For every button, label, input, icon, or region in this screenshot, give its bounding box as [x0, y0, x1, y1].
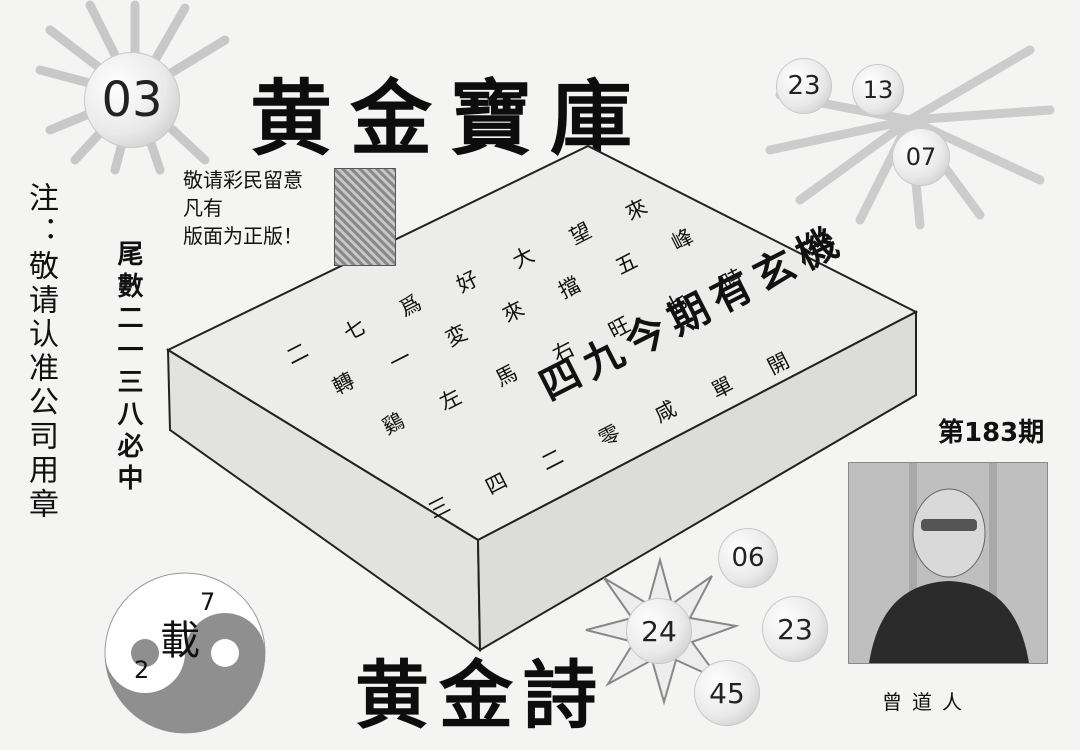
issue-ball-number: 03 — [101, 72, 163, 128]
bottom-ball-3: 23 — [762, 596, 828, 662]
tail-number-text: 尾數二一三八必中 — [113, 240, 143, 496]
author-photo-figure — [849, 463, 1047, 663]
yin-yang-icon — [104, 572, 266, 734]
yin-yang-char: 載 — [160, 618, 200, 664]
top-ball-2-number: 13 — [862, 76, 894, 104]
top-ball-1: 23 — [776, 58, 832, 114]
bottom-ball-2-number: 24 — [641, 614, 677, 648]
bottom-ball-3-number: 23 — [777, 612, 813, 646]
top-ball-2: 13 — [852, 64, 904, 116]
bottom-ball-2: 24 — [626, 598, 692, 664]
notice-line-3: 版面为正版！ — [183, 224, 303, 248]
bottom-ball-4-number: 45 — [709, 676, 745, 710]
notice-line-2: 凡有 — [183, 196, 223, 220]
top-ball-3: 07 — [892, 128, 950, 186]
company-stamp-image — [334, 168, 396, 266]
top-ball-1-number: 23 — [787, 71, 821, 101]
note-text: 注：敬请认准公司用章 — [23, 182, 58, 522]
author-name: 曾道人 — [882, 690, 972, 714]
main-title: 黄金寶庫 — [250, 71, 651, 167]
bottom-title: 黄金詩 — [355, 653, 607, 739]
bottom-ball-4: 45 — [694, 660, 760, 726]
issue-ball: 03 — [84, 52, 180, 148]
bottom-ball-1: 06 — [718, 528, 778, 588]
yin-yang-number-bottom: 2 — [134, 656, 150, 684]
bottom-ball-1-number: 06 — [731, 543, 765, 573]
author-photo — [848, 462, 1048, 664]
yin-yang-number-top: 7 — [200, 588, 216, 616]
notice-block: 敬请彩民留意 凡有 版面为正版！ — [183, 166, 333, 250]
notice-line-1: 敬请彩民留意 — [183, 168, 303, 192]
top-ball-3-number: 07 — [905, 143, 937, 171]
issue-label: 第183期 — [938, 418, 1045, 448]
